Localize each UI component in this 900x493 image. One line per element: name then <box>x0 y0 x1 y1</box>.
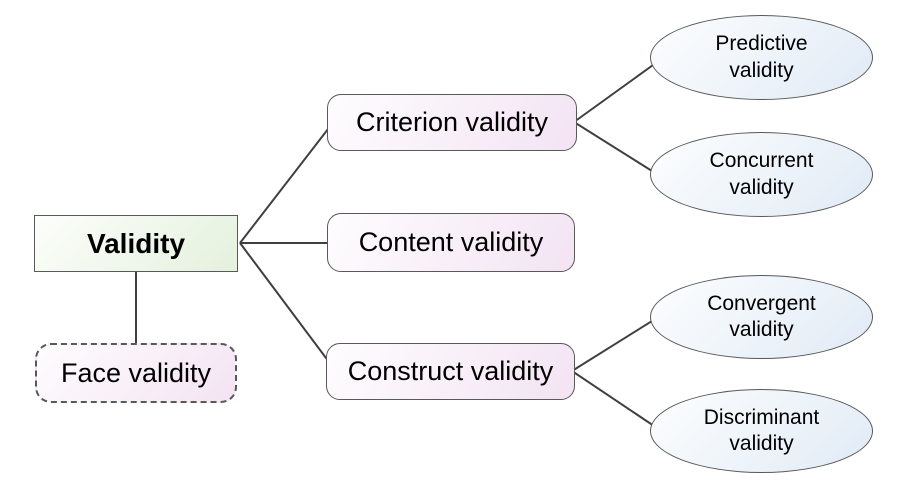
node-criterion-validity-label: Criterion validity <box>355 107 549 137</box>
node-predictive-validity: Predictive validity <box>650 15 873 100</box>
node-content-validity: Content validity <box>327 213 575 272</box>
node-convergent-validity: Convergent validity <box>650 275 873 359</box>
edge-criterion-concurrent <box>573 121 661 177</box>
node-face-validity: Face validity <box>35 343 237 403</box>
node-validity-label: Validity <box>86 227 186 259</box>
node-construct-validity: Construct validity <box>326 343 575 400</box>
node-discriminant-validity-label: Discriminant validity <box>703 405 820 455</box>
node-face-validity-label: Face validity <box>60 357 212 388</box>
node-predictive-validity-label: Predictive validity <box>715 32 808 82</box>
node-validity: Validity <box>34 215 238 272</box>
edge-construct-discriminant <box>571 370 661 431</box>
node-discriminant-validity: Discriminant validity <box>650 389 873 473</box>
node-criterion-validity: Criterion validity <box>327 94 577 151</box>
edge-validity-construct <box>239 242 336 371</box>
node-concurrent-validity: Concurrent validity <box>650 132 873 217</box>
edge-criterion-predictive <box>573 59 661 123</box>
edge-validity-criterion <box>239 119 336 244</box>
edge-construct-convergent <box>571 315 661 372</box>
node-construct-validity-label: Construct validity <box>347 356 554 386</box>
node-convergent-validity-label: Convergent validity <box>707 291 816 341</box>
node-content-validity-label: Content validity <box>358 227 544 257</box>
node-concurrent-validity-label: Concurrent validity <box>709 149 814 199</box>
